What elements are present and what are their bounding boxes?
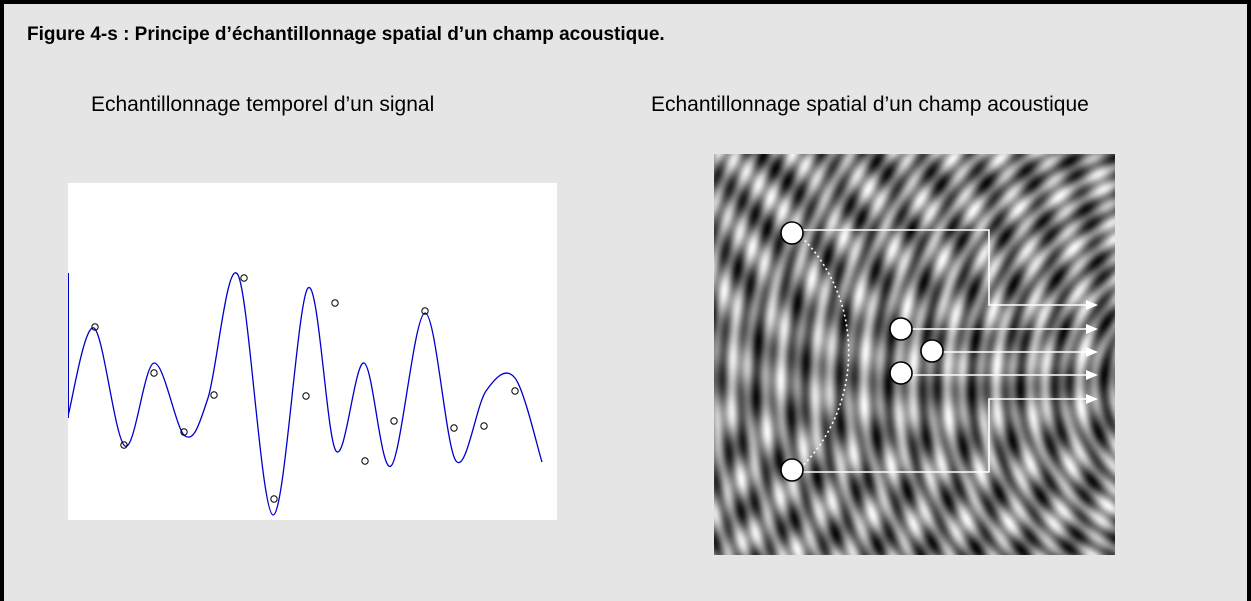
output-arrow xyxy=(794,229,1098,310)
sample-point xyxy=(91,323,99,331)
sample-point xyxy=(390,417,398,425)
temporal-sampling-panel xyxy=(68,183,557,520)
sample-point xyxy=(180,428,188,436)
microphones xyxy=(780,221,944,482)
sample-point xyxy=(302,392,310,400)
sample-point xyxy=(210,391,218,399)
sample-point xyxy=(150,369,158,377)
microphone-array-overlay xyxy=(780,221,1098,482)
figure-title: Figure 4-s : Principe d’échantillonnage … xyxy=(27,24,665,45)
acoustic-field-image xyxy=(714,154,1115,555)
sample-point xyxy=(511,387,519,395)
microphone-circle xyxy=(780,458,804,482)
microphone-circle xyxy=(889,317,913,341)
signal-curve xyxy=(68,272,543,516)
temporal-sampling-caption: Echantillonnage temporel d’un signal xyxy=(91,93,435,116)
sample-point xyxy=(450,424,458,432)
spatial-sampling-caption: Echantillonnage spatial d’un champ acous… xyxy=(651,93,1089,116)
array-semicircle xyxy=(793,229,850,475)
microphone-circle xyxy=(780,221,804,245)
sample-point xyxy=(270,495,278,503)
output-lines xyxy=(794,229,1098,473)
sample-point xyxy=(421,307,429,315)
signal-plot xyxy=(68,272,543,516)
microphone-circle xyxy=(920,339,944,363)
output-arrow xyxy=(794,394,1098,473)
spatial-sampling-panel xyxy=(714,154,1115,555)
microphone-circle xyxy=(889,361,913,385)
sample-point xyxy=(480,422,488,430)
sample-point xyxy=(331,299,339,307)
sample-point xyxy=(240,274,248,282)
sample-point xyxy=(120,441,128,449)
sample-point xyxy=(361,457,369,465)
signal-samples xyxy=(91,274,519,503)
